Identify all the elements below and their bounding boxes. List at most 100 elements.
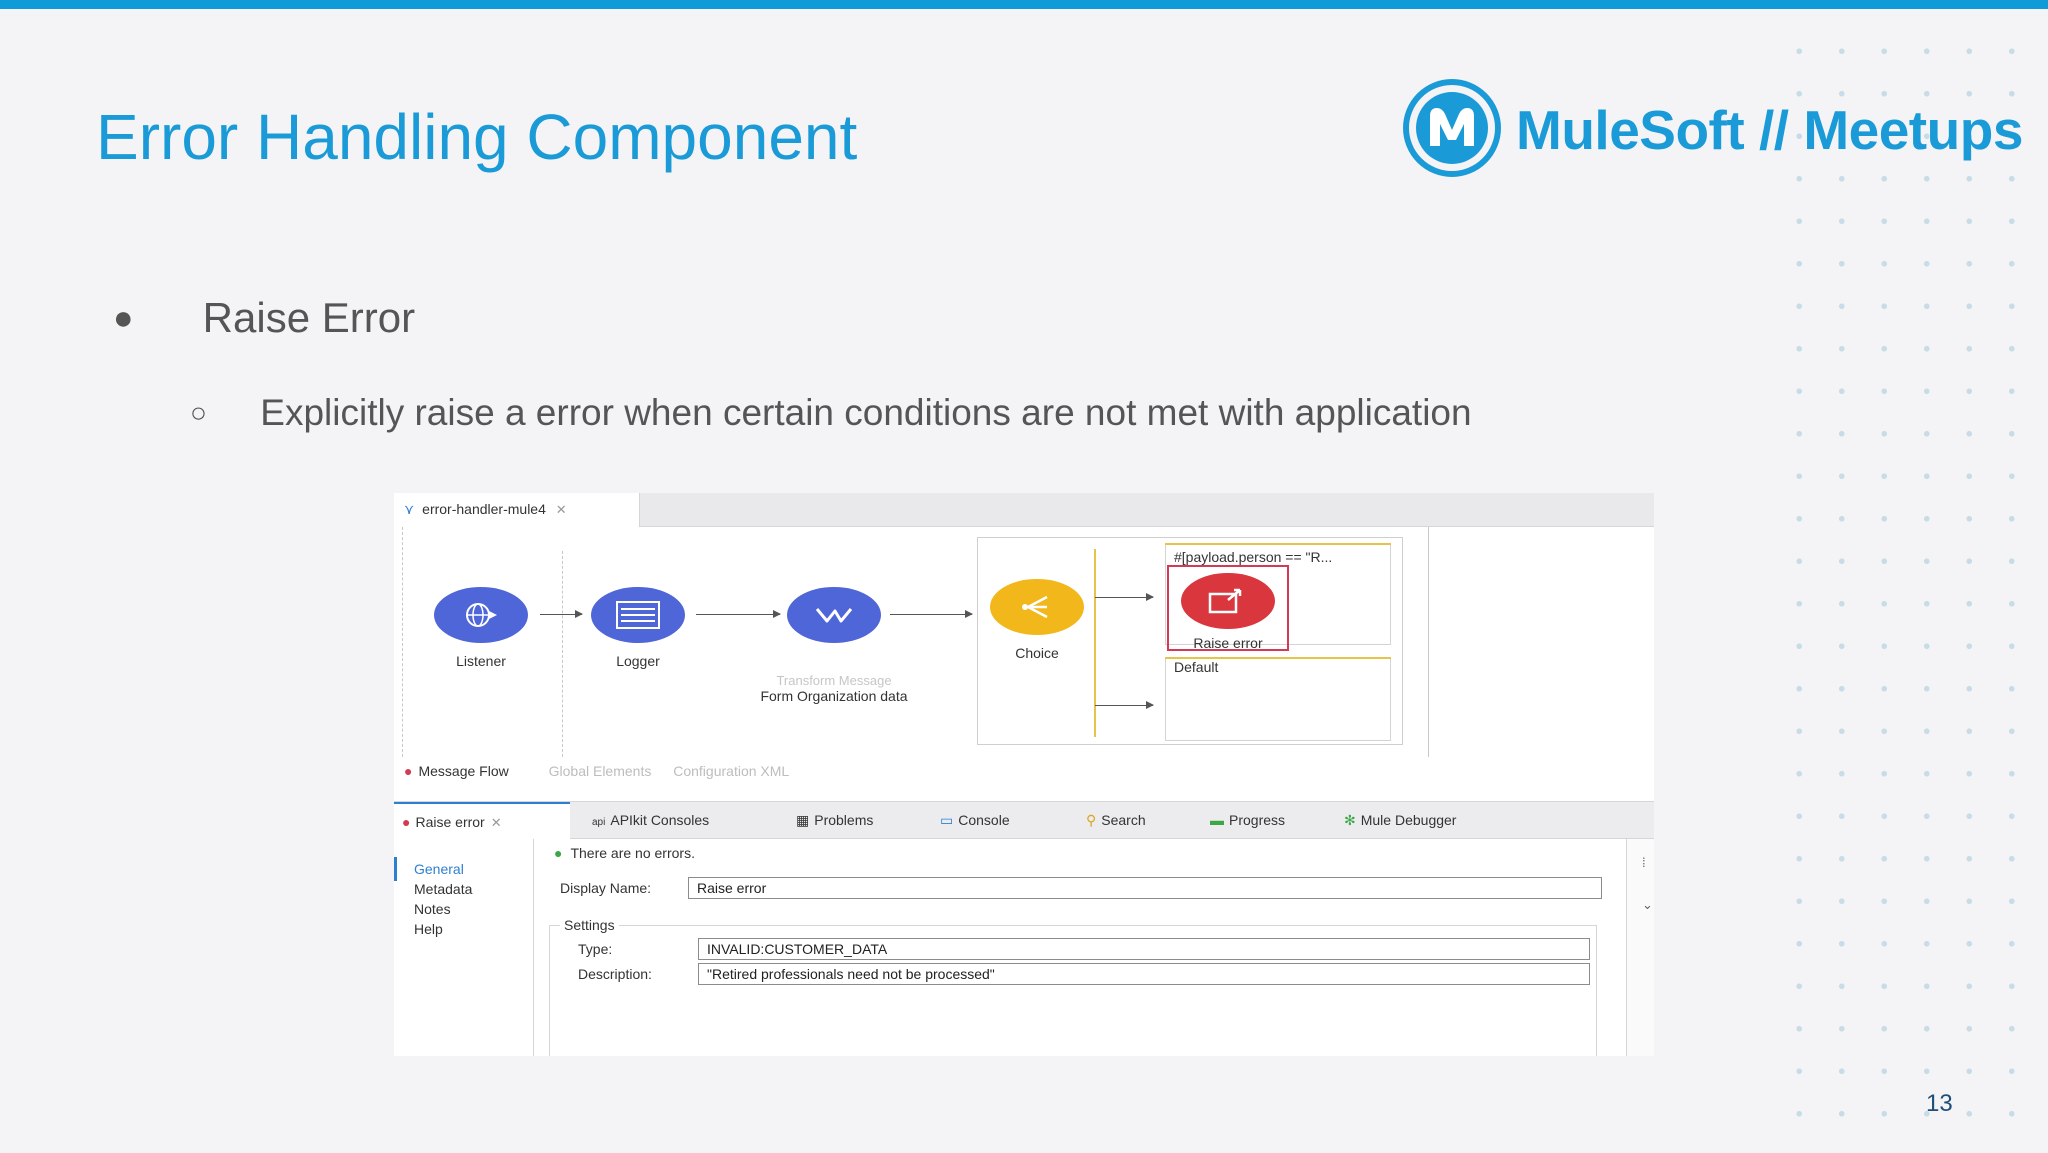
validation-status-text: There are no errors. xyxy=(570,845,695,861)
tab-mule-debugger-label: Mule Debugger xyxy=(1360,812,1457,828)
bullet-level2: ○ Explicitly raise a error when certain … xyxy=(190,392,1472,434)
tab-progress[interactable]: ▬ Progress xyxy=(1202,802,1293,839)
debugger-icon: ✻ xyxy=(1344,812,1356,828)
top-accent-bar xyxy=(0,0,2048,9)
display-name-field[interactable]: Raise error xyxy=(688,877,1602,899)
settings-title: Settings xyxy=(560,917,619,933)
bullet-level1: ● Raise Error xyxy=(113,294,415,342)
transform-icon xyxy=(815,608,853,623)
transform-node[interactable] xyxy=(787,587,881,643)
nav-notes[interactable]: Notes xyxy=(414,901,451,917)
logo-wordmark: MuleSoft // Meetups xyxy=(1516,99,2023,161)
description-label: Description: xyxy=(578,966,652,982)
tab-message-flow[interactable]: ● Message Flow xyxy=(404,763,527,779)
error-icon: ● xyxy=(402,814,411,830)
route-arrow-default xyxy=(1095,701,1154,709)
flow-right-border xyxy=(1428,527,1429,757)
tab-search-label: Search xyxy=(1101,812,1146,828)
mulesoft-meetups-logo: MuleSoft // Meetups xyxy=(1402,78,2023,178)
close-icon[interactable]: ✕ xyxy=(555,502,567,517)
nav-metadata[interactable]: Metadata xyxy=(414,881,473,897)
flow-source-divider xyxy=(562,551,563,757)
nav-general[interactable]: General xyxy=(414,861,464,877)
progress-icon: ▬ xyxy=(1210,812,1224,828)
editor-tab-error-handler[interactable]: ⋎ error-handler-mule4 ✕ xyxy=(394,493,640,527)
type-field[interactable]: INVALID:CUSTOMER_DATA xyxy=(698,938,1590,960)
route-arrow-when xyxy=(1095,593,1154,601)
page-number: 13 xyxy=(1926,1090,1953,1117)
bottom-panel-tabs: ●Raise error ✕ api APIkit Consoles ▦Proble… xyxy=(394,801,1654,839)
tab-problems-label: Problems xyxy=(814,812,874,828)
flow-left-border xyxy=(402,527,403,757)
bullet-disc-icon: ● xyxy=(113,299,134,337)
bullet-circle-icon: ○ xyxy=(190,397,207,428)
logger-node[interactable] xyxy=(591,587,685,643)
tab-raise-error[interactable]: ●Raise error ✕ xyxy=(394,802,570,839)
route-default-label: Default xyxy=(1174,659,1219,675)
logger-label: Logger xyxy=(616,653,660,669)
mule-flow-icon: ⋎ xyxy=(404,501,415,517)
choice-route-line xyxy=(1094,549,1096,737)
tab-console[interactable]: ▭Console xyxy=(932,802,1018,839)
tab-mule-debugger[interactable]: ✻Mule Debugger xyxy=(1336,802,1464,839)
type-label: Type: xyxy=(578,941,613,957)
log-icon xyxy=(616,601,660,629)
tab-apikit-consoles[interactable]: api APIkit Consoles xyxy=(584,802,717,839)
raise-error-selection[interactable] xyxy=(1167,565,1289,651)
chevron-down-icon[interactable]: ⌄ xyxy=(1642,897,1653,912)
tab-progress-label: Progress xyxy=(1229,812,1286,828)
flow-arrow xyxy=(540,610,583,618)
nav-help[interactable]: Help xyxy=(414,921,443,937)
studio-screenshot: ⋎ error-handler-mule4 ✕ Listener Logger xyxy=(394,493,1654,1056)
error-badge-icon: ● xyxy=(404,763,413,779)
console-icon: ▭ xyxy=(940,812,954,828)
route-when-expression: #[payload.person == "R... xyxy=(1174,549,1333,565)
route-default-box xyxy=(1165,657,1391,741)
transform-type-label: Transform Message xyxy=(776,673,892,688)
route-when-marker xyxy=(1165,543,1391,545)
editor-tab-bar: ⋎ error-handler-mule4 ✕ xyxy=(394,493,1654,527)
tab-message-flow-label: Message Flow xyxy=(418,763,509,779)
tab-console-label: Console xyxy=(958,812,1010,828)
problems-icon: ▦ xyxy=(796,812,810,828)
tab-configuration-xml[interactable]: Configuration XML xyxy=(673,763,790,779)
bullet-level1-text: Raise Error xyxy=(202,294,416,341)
close-icon[interactable]: ✕ xyxy=(490,815,502,830)
nav-active-marker xyxy=(394,857,397,881)
flow-arrow xyxy=(890,610,973,618)
bullet-level2-text: Explicitly raise a error when certain co… xyxy=(260,392,1472,433)
properties-scrollbar[interactable] xyxy=(1626,839,1654,1056)
route-default-marker xyxy=(1165,657,1391,659)
dot-pattern-decoration xyxy=(1778,30,2048,1153)
raise-error-node[interactable] xyxy=(1181,573,1275,629)
properties-nav: General Metadata Notes Help xyxy=(394,839,534,1056)
listener-label: Listener xyxy=(456,653,506,669)
canvas-view-tabs: ● Message Flow Global Elements Configurat… xyxy=(404,763,807,779)
settings-group xyxy=(549,925,1597,1056)
tab-global-elements[interactable]: Global Elements xyxy=(548,763,652,779)
search-icon: ⚲ xyxy=(1086,812,1097,828)
editor-tab-label: error-handler-mule4 xyxy=(422,501,546,517)
description-field[interactable]: "Retired professionals need not be proce… xyxy=(698,963,1590,985)
tab-apikit-label: APIkit Consoles xyxy=(610,812,710,828)
transform-label: Form Organization data xyxy=(760,688,908,704)
raise-error-label: Raise error xyxy=(1193,635,1263,651)
validation-status: ● There are no errors. xyxy=(554,845,695,861)
choice-node[interactable] xyxy=(990,579,1084,635)
raise-error-icon xyxy=(1208,588,1242,614)
choice-label: Choice xyxy=(1015,645,1059,661)
listener-node[interactable] xyxy=(434,587,528,643)
mulesoft-logo-icon xyxy=(1403,79,1501,177)
panel-toggle-icon[interactable]: ⁞ xyxy=(1642,855,1646,870)
fork-icon xyxy=(1022,595,1048,619)
display-name-label: Display Name: xyxy=(560,880,652,896)
slide-title: Error Handling Component xyxy=(96,101,858,173)
choice-scope xyxy=(977,537,1403,745)
tab-raise-error-label: Raise error xyxy=(415,814,485,830)
globe-icon xyxy=(466,603,497,627)
check-circle-icon: ● xyxy=(554,845,563,861)
tab-problems[interactable]: ▦Problems xyxy=(788,802,881,839)
flow-arrow xyxy=(696,610,781,618)
tab-search[interactable]: ⚲Search xyxy=(1078,802,1154,839)
api-icon: api xyxy=(592,817,606,828)
